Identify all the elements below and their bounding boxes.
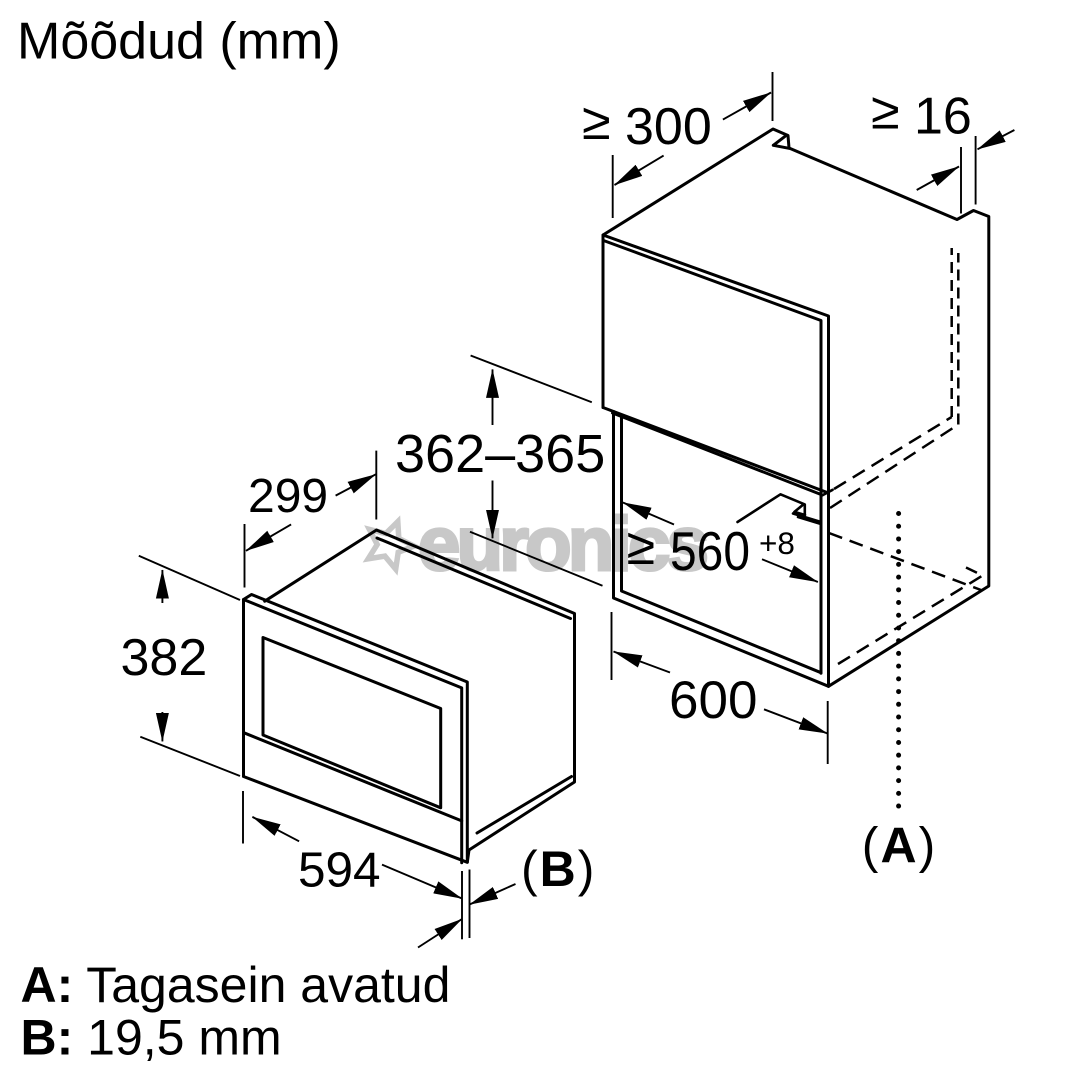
svg-text:A: Tagasein avatud: A: Tagasein avatud [21,957,451,1013]
svg-text:600: 600 [669,671,757,730]
svg-text:+8: +8 [759,525,795,561]
svg-text:Mõõdud (mm): Mõõdud (mm) [17,13,341,71]
svg-text:(B): (B) [521,841,596,897]
svg-text:299: 299 [248,470,328,523]
svg-text:(A): (A) [862,818,937,874]
svg-text:B: 19,5 mm: B: 19,5 mm [21,1010,282,1066]
svg-text:≥ 300: ≥ 300 [582,93,712,156]
svg-text:382: 382 [121,629,208,687]
svg-text:euronics: euronics [418,502,707,587]
svg-text:560: 560 [670,520,750,582]
svg-text:≥ 16: ≥ 16 [871,83,972,146]
svg-text:≥: ≥ [627,518,656,576]
svg-text:362–365: 362–365 [395,424,605,484]
svg-text:594: 594 [298,843,381,898]
